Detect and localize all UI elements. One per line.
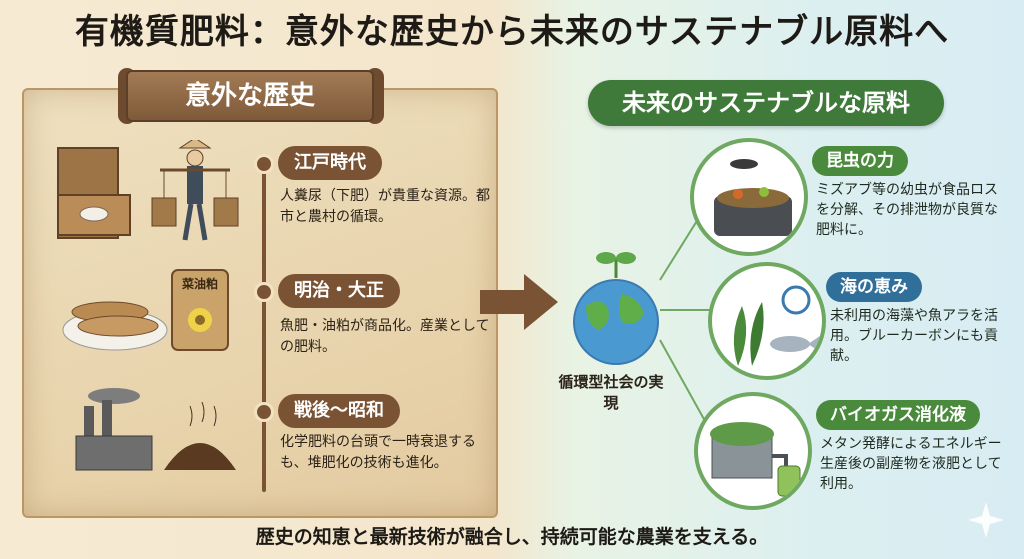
flow-arrow-icon — [480, 274, 558, 330]
insect-illustration — [690, 138, 808, 256]
factory-icon — [75, 388, 153, 471]
timeline-dot-meiji — [254, 282, 274, 302]
dried-fish-icon — [62, 301, 168, 351]
sea-illustration — [708, 262, 826, 380]
footer-caption: 歴史の知恵と最新技術が融合し、持続可能な農業を支える。 — [255, 526, 769, 548]
timeline-dot-edo — [254, 154, 274, 174]
era-label-edo: 江戸時代 — [278, 146, 382, 180]
page-title: 有機質肥料：意外な歴史から未来のサステナブル原料へ — [74, 12, 950, 52]
future-text-insect: ミズアブ等の幼虫が食品ロスを分解、その排泄物が良質な肥料に。 — [816, 182, 998, 238]
history-header: 意外な歴史 — [126, 70, 374, 122]
biogas-illustration — [694, 392, 812, 510]
globe-icon — [573, 252, 659, 365]
future-label-biogas: バイオガス消化液 — [816, 400, 980, 430]
wooden-toilet-icon — [57, 147, 131, 239]
timeline-line — [262, 162, 266, 492]
timeline-dot-postwar — [254, 402, 274, 422]
sparkle-icon — [968, 502, 1004, 538]
future-text-biogas: メタン発酵によるエネルギー生産後の副産物を液肥として利用。 — [820, 436, 1002, 492]
bag-label: 菜油粕 — [181, 276, 218, 291]
future-label-insect: 昆虫の力 — [812, 146, 908, 176]
future-header: 未来のサステナブルな原料 — [588, 80, 944, 126]
era-label-postwar: 戦後〜昭和 — [278, 394, 400, 428]
future-label-sea: 海の恵み — [826, 272, 922, 302]
meiji-illustration: 菜油粕 — [62, 269, 229, 351]
globe-caption: 循環型社会の実現 — [558, 373, 664, 412]
era-text-postwar: 化学肥料の台頭で一時衰退するも、堆肥化の技術も進化。 — [280, 434, 476, 471]
era-text-meiji: 魚肥・油粕が商品化。産業としての肥料。 — [280, 318, 490, 355]
edo-illustration — [57, 140, 239, 241]
postwar-illustration — [75, 388, 236, 471]
farmer-icon — [151, 140, 239, 241]
insect-larvae-icon — [714, 159, 792, 236]
oil-cake-bag-icon: 菜油粕 — [171, 269, 229, 351]
biogas-tank-icon — [710, 422, 801, 497]
compost-pile-icon — [164, 401, 236, 470]
era-text-edo: 人糞尿（下肥）が貴重な資源。都市と農村の循環。 — [280, 188, 490, 225]
future-text-sea: 未利用の海藻や魚アラを活用。ブルーカーボンにも貢献。 — [830, 308, 998, 364]
seaweed-fish-icon — [733, 285, 820, 366]
era-label-meiji: 明治・大正 — [278, 274, 400, 308]
